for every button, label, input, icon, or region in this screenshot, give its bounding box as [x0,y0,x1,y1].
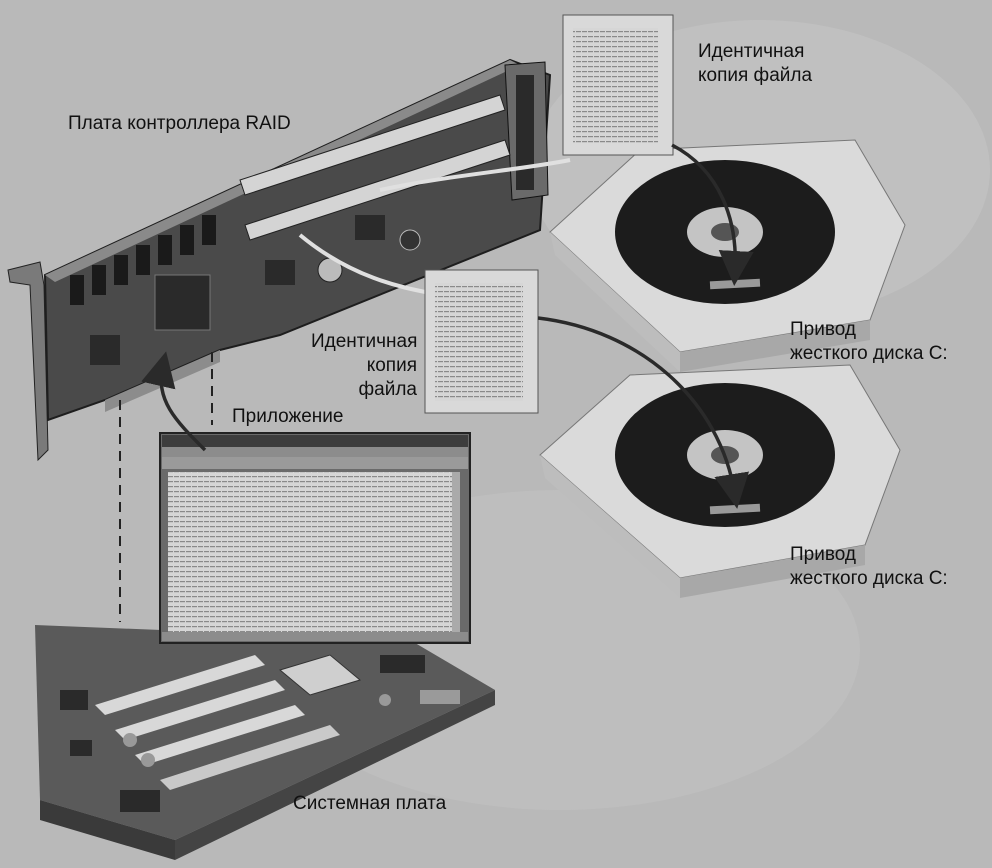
arrow-copy-to-drive-top [671,143,754,286]
motherboard-illustration [35,625,495,860]
raid-controller-card [7,58,552,462]
label-application-text: Приложение [232,406,344,427]
label-drive-top-line1: Привод [790,319,856,340]
label-application: Приложение [232,405,343,429]
label-raid-controller: Плата контроллера RAID [68,112,291,136]
label-motherboard: Системная плата [293,792,446,816]
label-copy-top: Идентичная копия файла [698,40,812,88]
label-drive-bottom-line1: Привод [790,544,856,565]
arrow-copy-to-drive-bottom [537,316,749,509]
dashed-guides [119,352,213,622]
label-copy-top-line2: копия файла [698,65,813,86]
label-copy-middle-line2: копия файла [358,355,417,400]
raid-processor-chip [154,274,211,331]
label-drive-top-line2: жесткого диска С: [790,343,948,364]
connector-top [239,94,506,196]
arrow-app-to-controller [141,351,207,452]
label-drive-bottom-line2: жесткого диска С: [790,568,948,589]
label-motherboard-text: Системная плата [293,793,447,814]
data-flow-arrows [141,143,754,509]
label-drive-top: Привод жесткого диска С: [790,318,948,366]
hard-drive-top [549,139,906,372]
file-copy-top [562,14,674,156]
expansion-slots [95,655,340,790]
label-copy-middle: Идентичная копия файла [311,330,417,402]
label-copy-middle-line1: Идентичная [311,331,418,352]
file-copy-middle [424,269,539,414]
label-raid-controller-text: Плата контроллера RAID [68,113,291,134]
label-drive-bottom: Привод жесткого диска С: [790,543,948,591]
cpu-socket [278,654,362,696]
connector-bottom [244,139,511,241]
application-window [159,432,471,644]
label-copy-top-line1: Идентичная [698,41,805,62]
